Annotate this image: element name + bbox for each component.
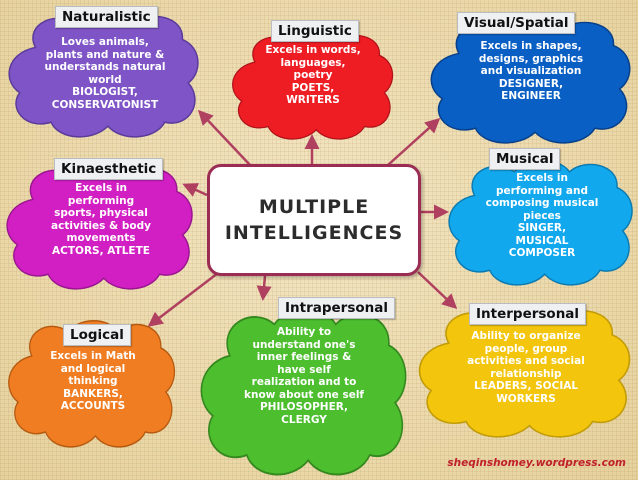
role-line: WORKERS bbox=[496, 392, 556, 405]
cloud-naturalistic: Loves animals, plants and nature & under… bbox=[6, 10, 202, 138]
cloud-text: Excels in words, languages, poetry POETS… bbox=[240, 44, 386, 107]
cloud-text: Excels in performing and composing music… bbox=[456, 172, 628, 260]
description-line: Ability to bbox=[276, 326, 332, 338]
description-line: world bbox=[88, 73, 122, 86]
cloud-text: Excels in shapes, designs, graphics and … bbox=[442, 40, 620, 103]
description-line: performing and bbox=[495, 184, 589, 197]
role-line: CONSERVATONIST bbox=[51, 98, 159, 111]
title-intrapersonal: Intrapersonal bbox=[278, 297, 395, 319]
description-line: Excels in Math bbox=[50, 350, 136, 362]
role-line: ACTORS, ATLETE bbox=[52, 244, 150, 257]
description-line: inner feelings & bbox=[256, 351, 352, 363]
cloud-kinaesthetic: Excels in performing sports, physical ac… bbox=[4, 162, 196, 290]
description-line: plants and nature & bbox=[45, 48, 165, 61]
role-line: POETS, bbox=[291, 81, 335, 94]
role-line: WRITERS bbox=[286, 94, 340, 106]
description-line: relationship bbox=[490, 367, 562, 380]
description-line: designs, graphics bbox=[478, 52, 584, 65]
center-title-line-1: MULTIPLE bbox=[258, 196, 370, 218]
cloud-shape bbox=[8, 320, 175, 448]
description-line: activities and social bbox=[467, 355, 585, 367]
role-line: DESIGNER, bbox=[498, 77, 564, 90]
arrow-to-naturalistic bbox=[197, 109, 251, 166]
description-line: Excels in shapes, bbox=[480, 40, 582, 52]
description-line: languages, bbox=[280, 56, 346, 69]
role-line: PHILOSOPHER, bbox=[259, 401, 349, 413]
description-line: thinking bbox=[68, 375, 118, 387]
description-line: performing bbox=[67, 194, 135, 207]
description-line: poetry bbox=[293, 69, 333, 81]
title-visual-spatial: Visual/Spatial bbox=[457, 12, 576, 34]
title-logical: Logical bbox=[63, 324, 131, 346]
cloud-musical: Excels in performing and composing music… bbox=[446, 158, 636, 286]
role-line: COMPOSER bbox=[508, 247, 576, 259]
role-line: SINGER, bbox=[517, 222, 567, 234]
arrow-to-intrapersonal bbox=[256, 275, 272, 301]
description-line: activities & body bbox=[51, 219, 151, 232]
cloud-linguistic: Excels in words, languages, poetry POETS… bbox=[230, 30, 396, 140]
arrow-to-logical bbox=[147, 272, 219, 327]
arrow-to-kinaesthetic bbox=[182, 183, 208, 197]
role-line: BIOLOGIST, bbox=[72, 86, 138, 98]
description-line: understand one's bbox=[252, 338, 356, 351]
title-linguistic: Linguistic bbox=[271, 20, 359, 42]
cloud-text: Loves animals, plants and nature & under… bbox=[18, 36, 192, 111]
cloud-interpersonal: Ability to organize people, group activi… bbox=[416, 304, 634, 438]
cloud-text: Ability to organize people, group activi… bbox=[428, 330, 624, 405]
arrow-to-interpersonal bbox=[417, 271, 458, 310]
title-interpersonal: Interpersonal bbox=[469, 303, 587, 325]
description-line: understands natural bbox=[44, 61, 166, 73]
cloud-logical: Excels in Math and logical thinking BANK… bbox=[6, 318, 178, 448]
cloud-text: Excels in performing sports, physical ac… bbox=[16, 182, 186, 257]
title-musical: Musical bbox=[489, 148, 561, 170]
cloud-visual-spatial: Excels in shapes, designs, graphics and … bbox=[428, 16, 634, 144]
center-box: MULTIPLE INTELLIGENCES bbox=[207, 164, 421, 276]
description-line: Excels in words, bbox=[265, 44, 361, 56]
description-line: Ability to organize bbox=[471, 330, 581, 342]
role-line: ACCOUNTS bbox=[60, 400, 126, 412]
description-line: movements bbox=[66, 232, 136, 244]
description-line: and logical bbox=[60, 362, 126, 375]
role-line: MUSICAL bbox=[515, 234, 569, 247]
description-line: Excels in bbox=[516, 172, 568, 184]
description-line: know about one self bbox=[244, 388, 364, 401]
cloud-intrapersonal: Ability to understand one's inner feelin… bbox=[198, 306, 410, 476]
description-line: realization and to bbox=[251, 376, 357, 388]
description-line: sports, physical bbox=[54, 207, 148, 219]
role-line: ENGINEER bbox=[501, 90, 561, 102]
title-naturalistic: Naturalistic bbox=[55, 6, 158, 28]
description-line: Excels in bbox=[75, 182, 127, 194]
arrow-to-visual-spatial bbox=[387, 117, 441, 166]
description-line: composing musical bbox=[485, 197, 599, 209]
description-line: Loves animals, bbox=[61, 36, 149, 48]
cloud-text: Ability to understand one's inner feelin… bbox=[218, 326, 390, 426]
watermark: sheqinshomey.wordpress.com bbox=[447, 457, 626, 469]
cloud-text: Excels in Math and logical thinking BANK… bbox=[18, 350, 168, 413]
title-kinaesthetic: Kinaesthetic bbox=[54, 158, 164, 180]
description-line: pieces bbox=[523, 209, 561, 222]
role-line: CLERGY bbox=[281, 413, 327, 426]
center-title-line-2: INTELLIGENCES bbox=[224, 222, 404, 244]
description-line: people, group bbox=[484, 342, 568, 355]
description-line: and visualization bbox=[480, 65, 582, 77]
role-line: LEADERS, SOCIAL bbox=[473, 380, 579, 392]
role-line: BANKERS, bbox=[63, 387, 123, 400]
description-line: have self bbox=[277, 363, 331, 376]
